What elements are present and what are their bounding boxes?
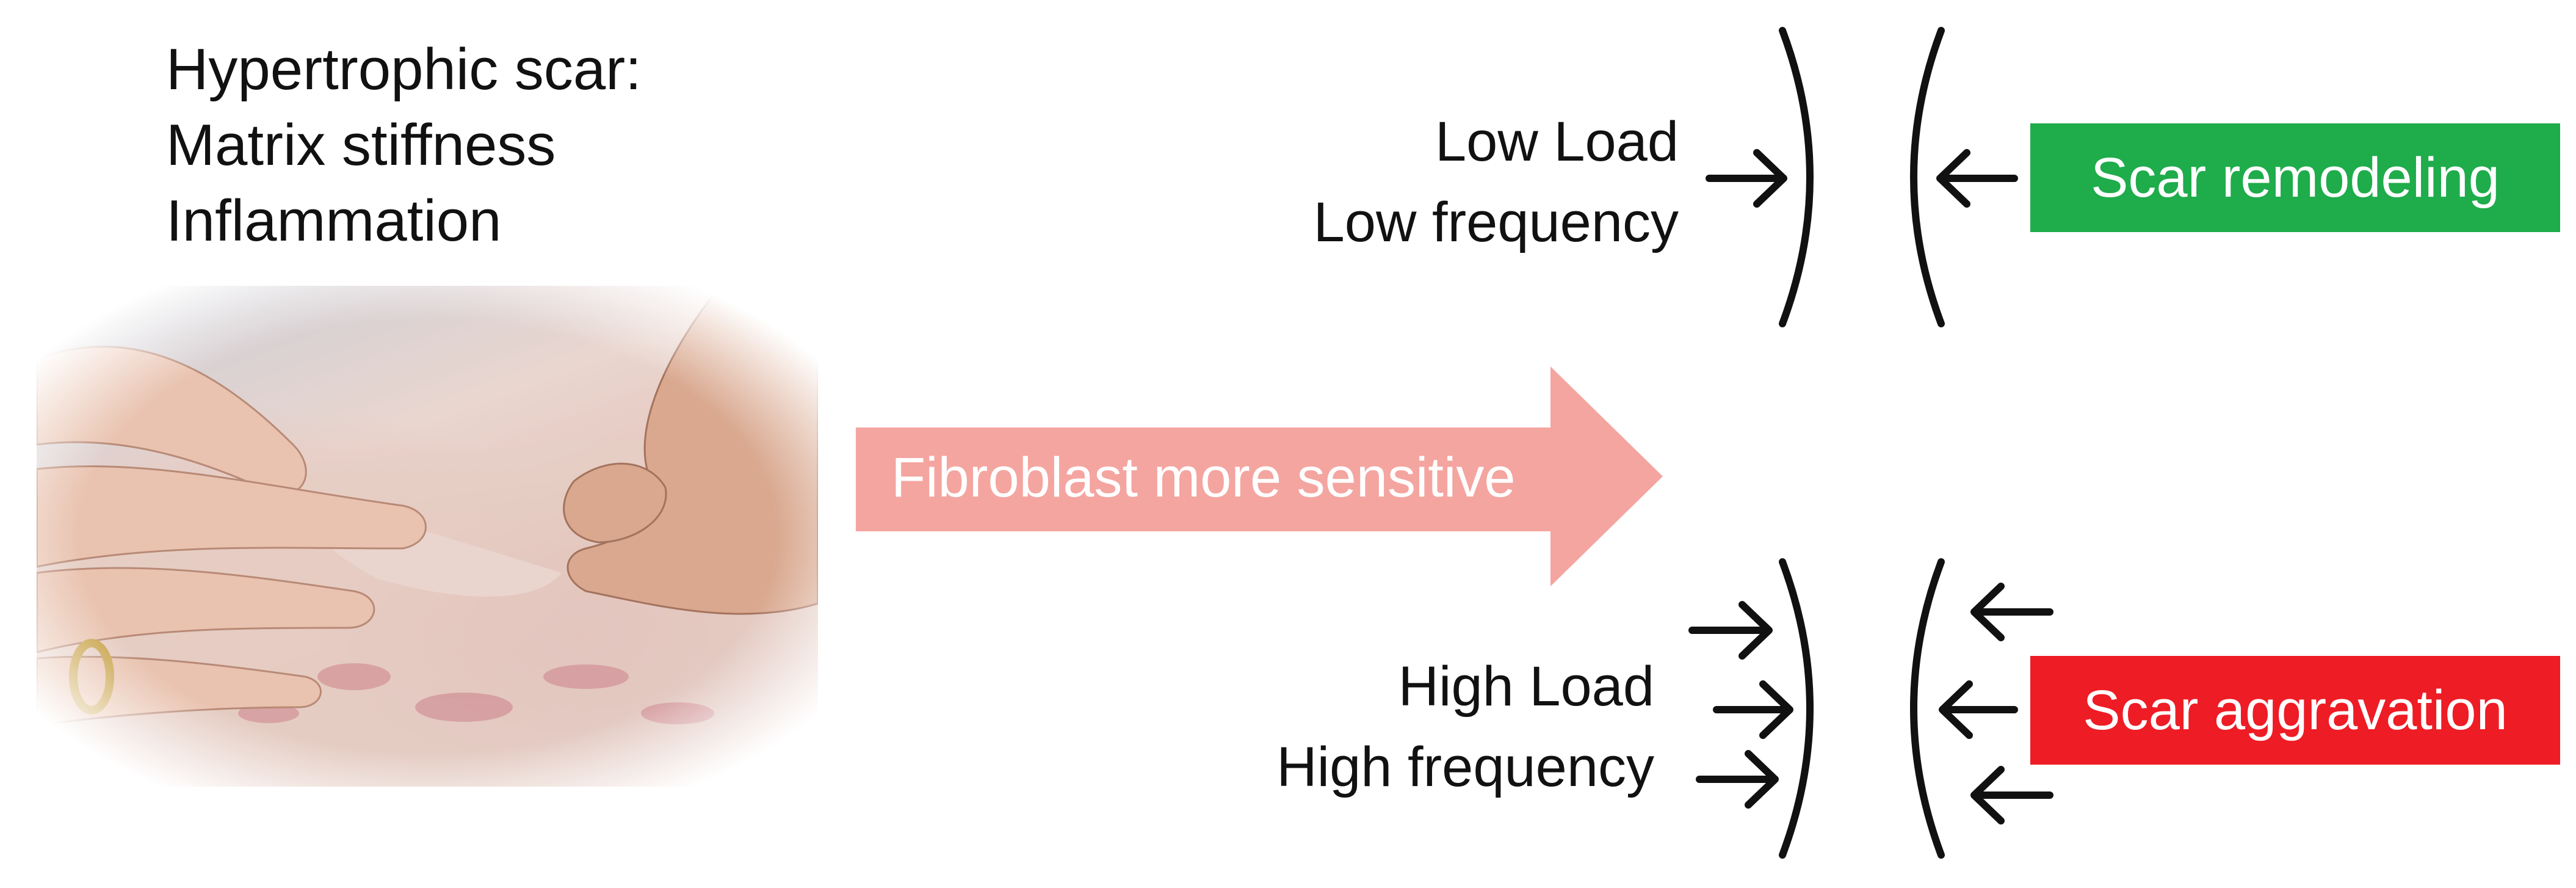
title-line-1: Hypertrophic scar:	[166, 37, 642, 102]
scar-remodeling-box: Scar remodeling	[2030, 123, 2560, 232]
high-arrows-back-icon	[1939, 583, 2053, 824]
low-arrow-in-icon	[1706, 149, 1787, 208]
high-right-bracket	[1910, 558, 1945, 859]
main-arrow-shape	[856, 366, 1663, 586]
title-line-3: Inflammation	[166, 188, 502, 253]
low-load-text: Low Load	[1435, 111, 1679, 173]
high-load-text: High Load	[1398, 655, 1654, 718]
low-frequency-text: Low frequency	[1313, 191, 1679, 253]
title-line-2: Matrix stiffness	[166, 112, 556, 178]
high-left-bracket	[1779, 558, 1814, 859]
low-arrow-back-icon	[1936, 149, 2018, 208]
scar-aggravation-box: Scar aggravation	[2030, 656, 2560, 765]
low-right-bracket	[1910, 27, 1945, 327]
high-frequency-text: High frequency	[1276, 736, 1654, 798]
scar-aggravation-text: Scar aggravation	[2083, 679, 2508, 741]
low-left-bracket	[1779, 27, 1814, 327]
photo-illustration	[37, 286, 818, 787]
high-condition-label: High Load High frequency	[1196, 646, 1654, 807]
hands-pinching-scar-photo	[37, 286, 818, 787]
title-block: Hypertrophic scar: Matrix stiffness Infl…	[166, 32, 642, 259]
high-arrows-in-icon	[1688, 601, 1793, 809]
scar-remodeling-text: Scar remodeling	[2091, 146, 2500, 209]
main-arrow-label: Fibroblast more sensitive	[891, 446, 1516, 509]
low-condition-label: Low Load Low frequency	[1221, 101, 1679, 263]
